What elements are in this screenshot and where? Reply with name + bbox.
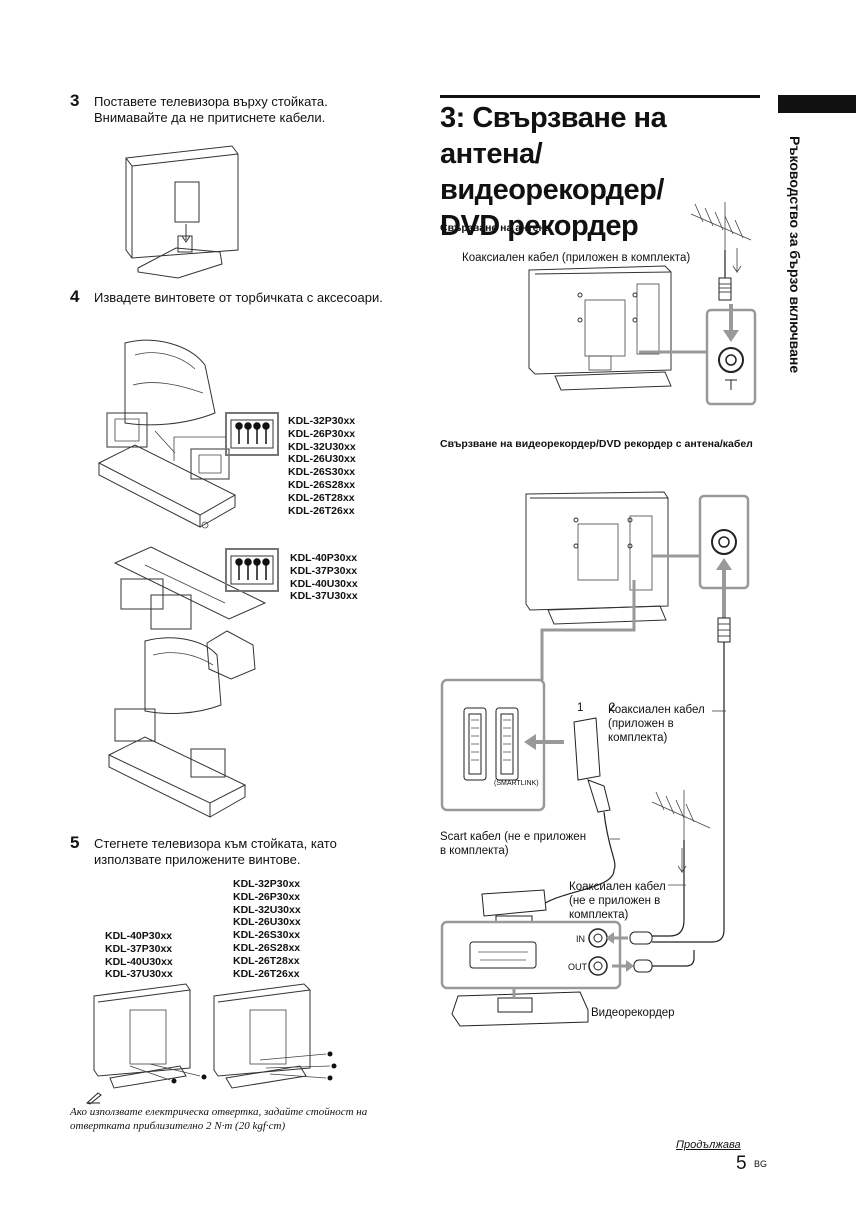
side-tab-marker bbox=[778, 95, 856, 113]
step-3-text: Поставете телевизора върху стойката. Вни… bbox=[94, 94, 328, 125]
continues-label: Продължава bbox=[676, 1139, 741, 1151]
vcr-label: Видеорекордер bbox=[591, 1007, 675, 1019]
smartlink-label: (SMARTLINK) bbox=[494, 780, 539, 787]
step-4-number: 4 bbox=[70, 287, 80, 306]
tv-on-stand-illustration bbox=[125, 145, 239, 279]
coax-included-label-2: Коаксиален кабел (приложен в комплекта) bbox=[608, 704, 705, 744]
language-code: BG bbox=[754, 1159, 768, 1169]
section-top-rule bbox=[440, 95, 760, 98]
page-number: 5 bbox=[736, 1153, 747, 1174]
subhead-antenna: Свързване на антена bbox=[440, 222, 551, 234]
box-unpacking-illustration-1 bbox=[97, 339, 237, 529]
out-label: OUT bbox=[568, 962, 587, 972]
section-title: 3: Свързване на антена/ видеорекордер/ D… bbox=[440, 102, 667, 242]
side-tab-label: Ръководство за бързо включване bbox=[787, 136, 803, 374]
step-4-text: Извадете винтовете от торбичката с аксес… bbox=[94, 290, 383, 305]
subhead-vcr-dvd: Свързване на видеорекордер/DVD рекордер … bbox=[440, 438, 753, 450]
screw-bag-pointer-1 bbox=[173, 436, 226, 461]
antenna-connection-diagram bbox=[528, 202, 757, 406]
screw-bag-icon-1 bbox=[225, 412, 279, 456]
note-text: Ако използвате електрическа отвертка, за… bbox=[70, 1106, 368, 1132]
pencil-note-icon bbox=[86, 1092, 102, 1105]
coax-included-label: Коаксиален кабел (приложен в комплекта) bbox=[462, 252, 691, 264]
screw-bag-icon-2 bbox=[225, 548, 279, 592]
vcr-connection-diagram bbox=[440, 491, 750, 1027]
box-unpacking-illustration-2 bbox=[107, 546, 267, 818]
in-label: IN bbox=[576, 934, 585, 944]
step-3-number: 3 bbox=[70, 91, 80, 110]
label-leader-lines bbox=[610, 710, 726, 886]
coax-not-included-label: Коаксиален кабел (не е приложен в компле… bbox=[569, 881, 666, 921]
scart-panel-number-2: 2 bbox=[609, 702, 616, 714]
step-5-text: Стегнете телевизора към стойката, като и… bbox=[94, 836, 337, 867]
scart-cable-label: Scart кабел (не е приложен в комплекта) bbox=[440, 831, 587, 857]
tv-screw-fixing-illustration bbox=[93, 983, 337, 1089]
scart-panel-number-1: 1 bbox=[577, 702, 584, 714]
step-5-number: 5 bbox=[70, 833, 80, 852]
